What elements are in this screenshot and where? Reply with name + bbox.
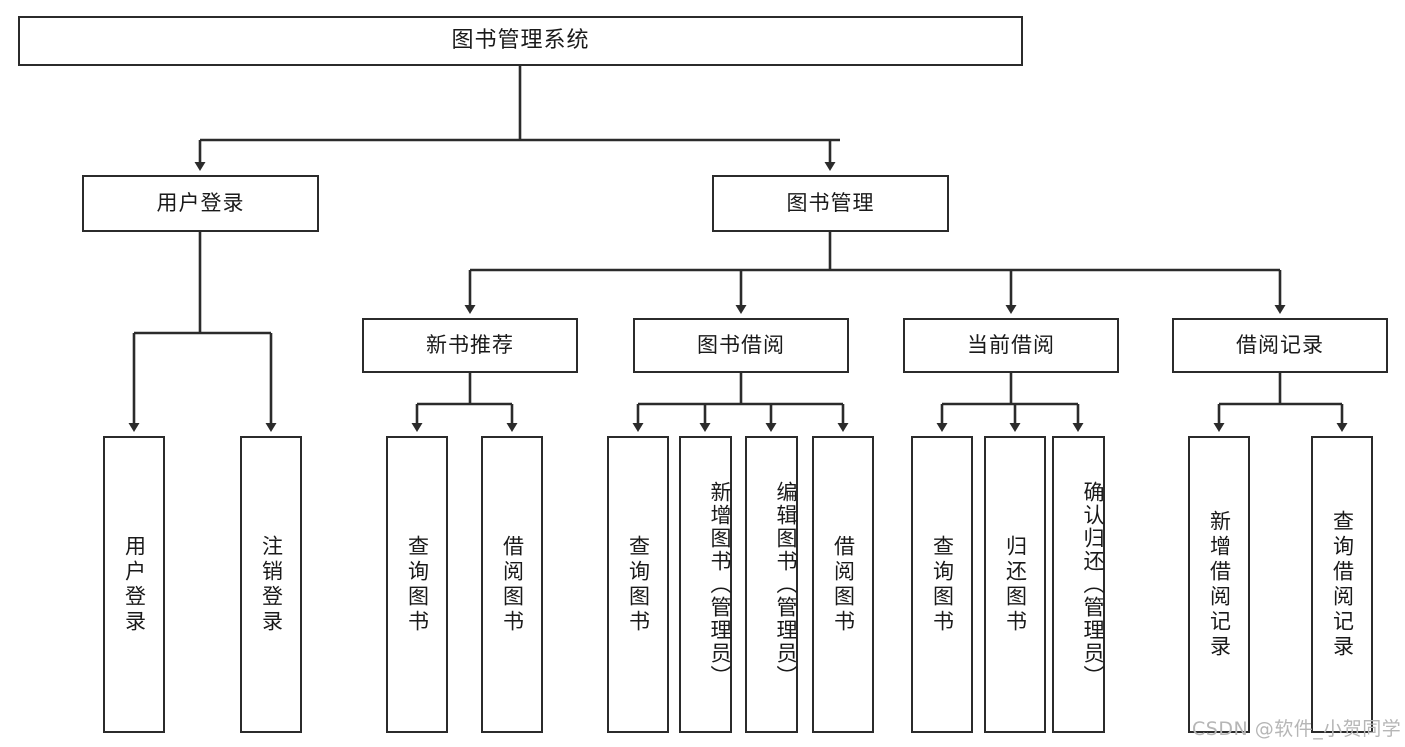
edge-root-to-level2 (194, 66, 840, 171)
node-leaf-query-book-recommend[interactable]: 查询图书 (386, 436, 448, 733)
node-leaf-logout-login[interactable]: 注销登录 (240, 436, 302, 733)
node-leaf-add-book-admin[interactable]: 新增图书（管理员） (679, 436, 732, 733)
node-new-book-recommend[interactable]: 新书推荐 (362, 318, 578, 373)
edge-userlogin-to-leaves (128, 232, 277, 432)
node-current-borrow[interactable]: 当前借阅 (903, 318, 1119, 373)
node-leaf-return-book[interactable]: 归还图书 (984, 436, 1046, 733)
node-leaf-query-book-borrow[interactable]: 查询图书 (607, 436, 669, 733)
edge-newbookrec-to-leaves (411, 373, 518, 432)
edge-borrowrecord-to-leaves (1213, 373, 1348, 432)
node-user-login[interactable]: 用户登录 (82, 175, 319, 232)
node-borrow-record[interactable]: 借阅记录 (1172, 318, 1388, 373)
node-leaf-borrow-book[interactable]: 借阅图书 (812, 436, 874, 733)
node-leaf-borrow-book-recommend[interactable]: 借阅图书 (481, 436, 543, 733)
edge-bookmanage-to-level3 (464, 232, 1286, 314)
node-book-manage[interactable]: 图书管理 (712, 175, 949, 232)
node-leaf-edit-book-admin[interactable]: 编辑图书（管理员） (745, 436, 798, 733)
node-leaf-confirm-return-admin[interactable]: 确认归还（管理员） (1052, 436, 1105, 733)
watermark-csdn: CSDN @软件_小贺同学 (1192, 718, 1402, 740)
node-leaf-user-login[interactable]: 用户登录 (103, 436, 165, 733)
node-root-system[interactable]: 图书管理系统 (18, 16, 1023, 66)
node-leaf-query-book-current[interactable]: 查询图书 (911, 436, 973, 733)
node-book-borrow[interactable]: 图书借阅 (633, 318, 849, 373)
edge-currentborrow-to-leaves (936, 373, 1084, 432)
node-leaf-query-borrow-record[interactable]: 查询借阅记录 (1311, 436, 1373, 733)
node-leaf-add-borrow-record[interactable]: 新增借阅记录 (1188, 436, 1250, 733)
edge-bookborrow-to-leaves (632, 373, 849, 432)
